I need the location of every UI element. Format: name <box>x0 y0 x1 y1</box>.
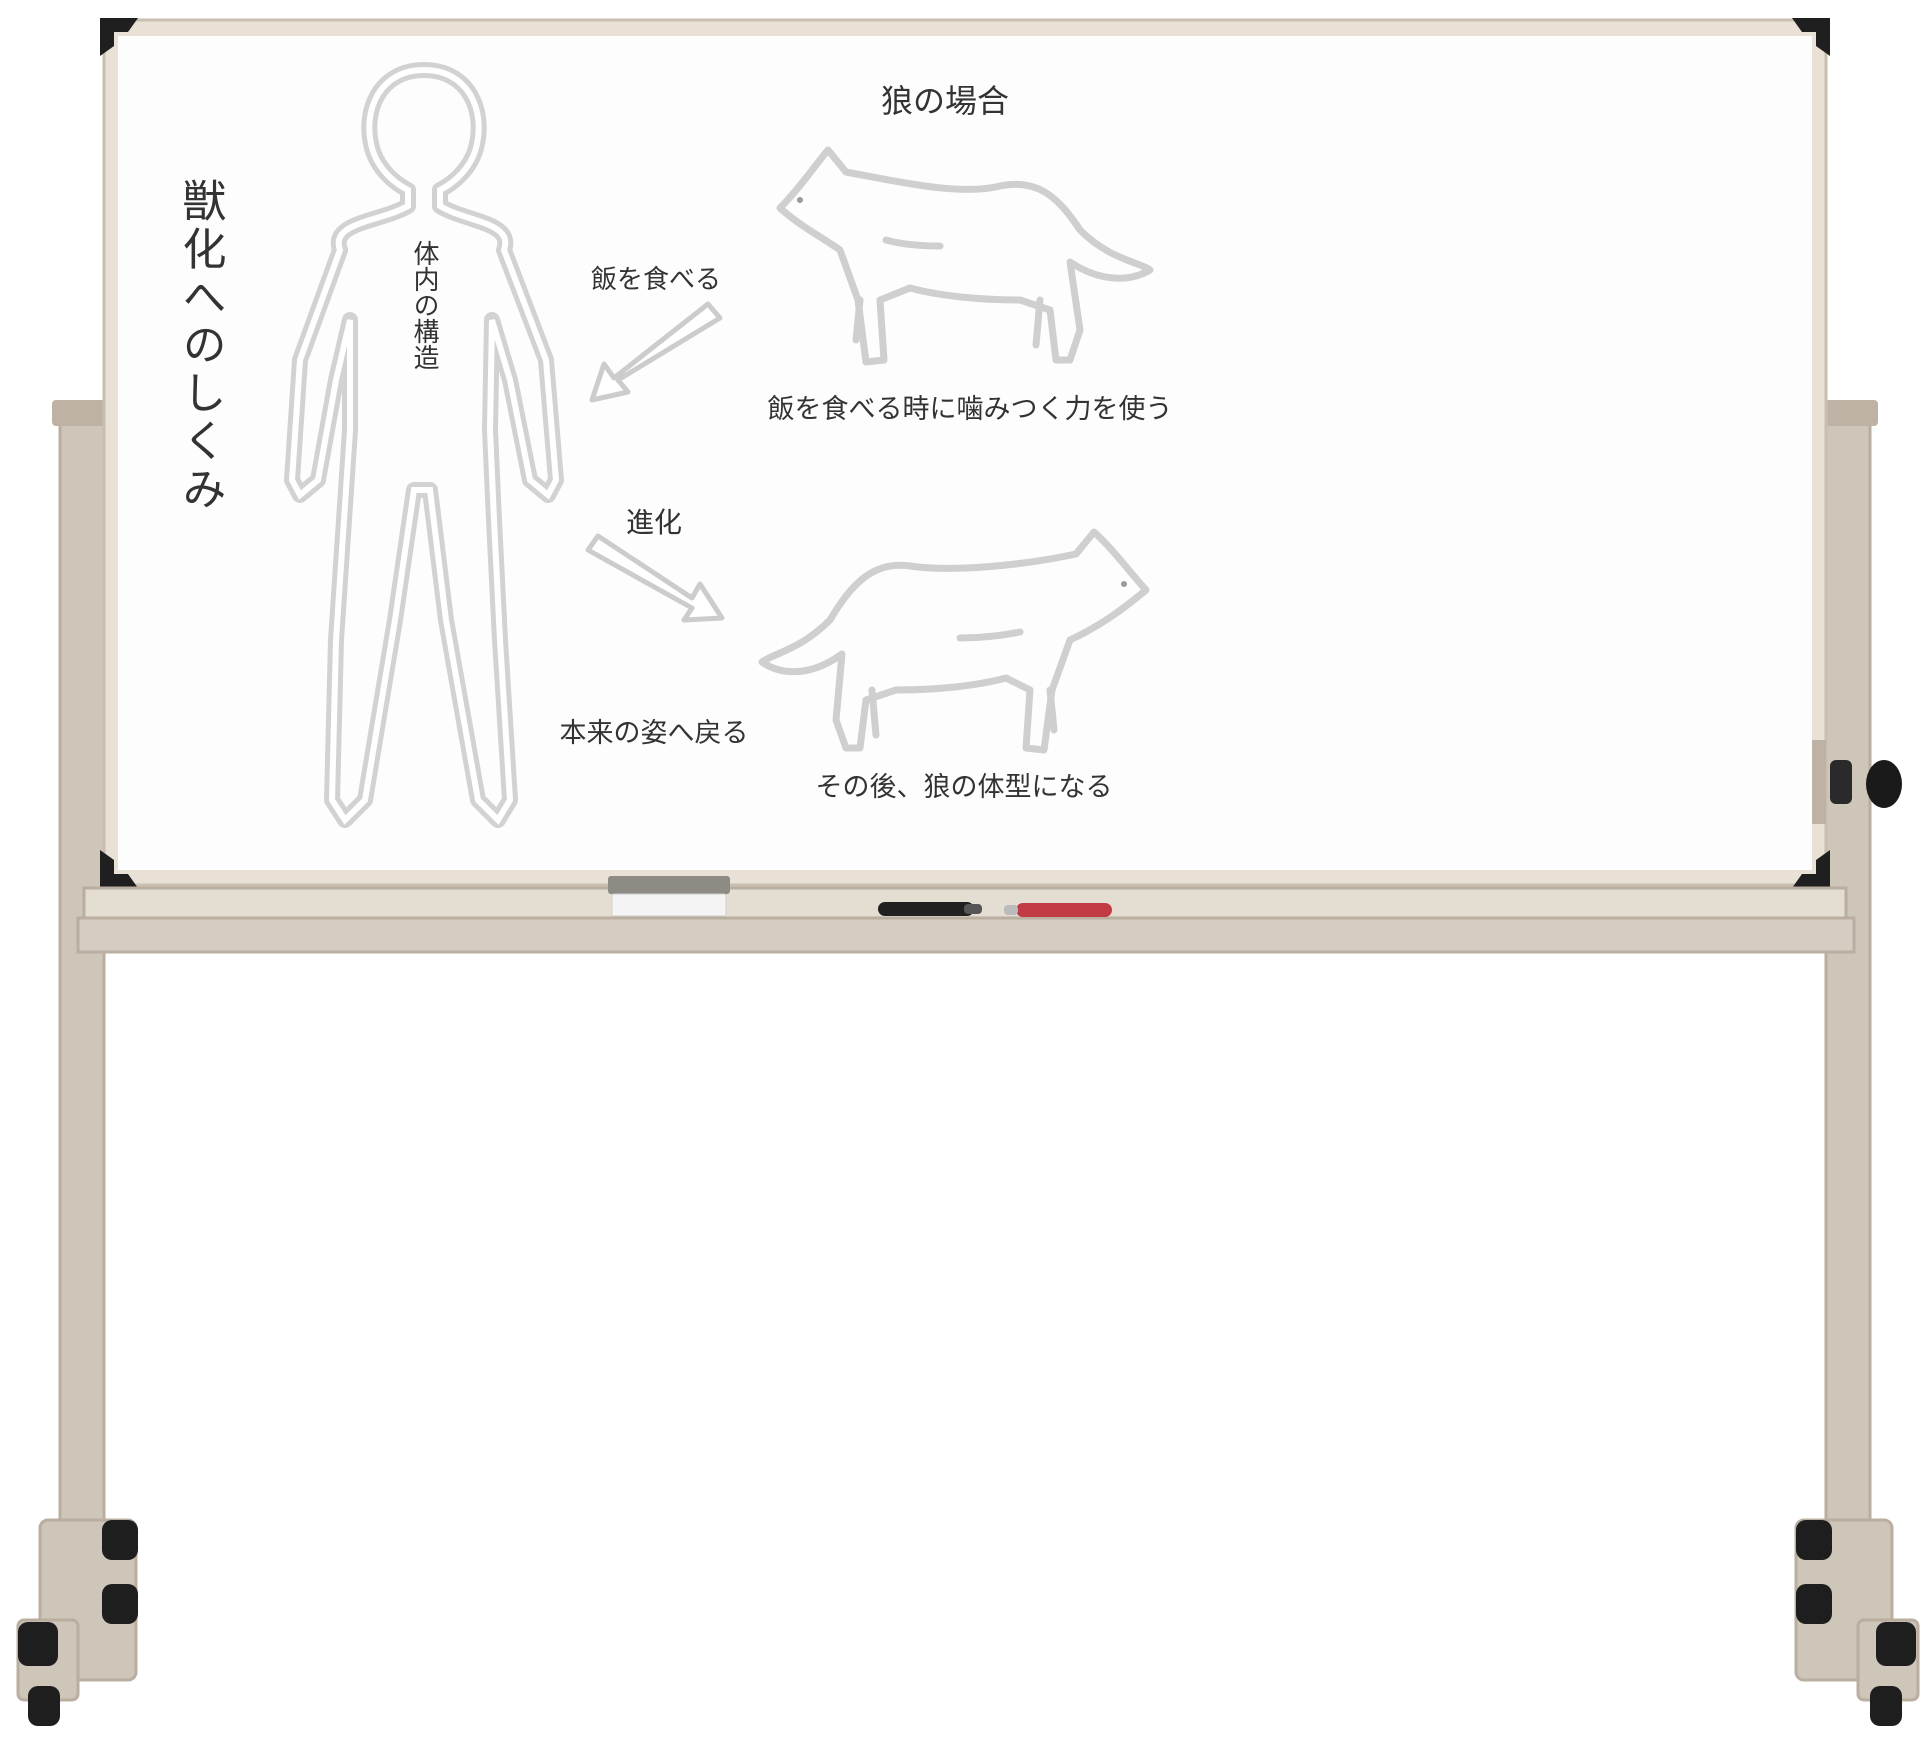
wheel <box>1796 1584 1832 1624</box>
lower-arrow-label: 進化 <box>626 506 682 539</box>
top-label: 狼の場合 <box>881 82 1009 120</box>
board-surface[interactable] <box>118 36 1812 870</box>
whiteboard <box>100 18 1902 888</box>
wheel <box>1796 1520 1832 1560</box>
lower-caption: その後、狼の体型になる <box>816 772 1113 803</box>
wheel <box>18 1622 58 1666</box>
board-title-vertical: 獣化へのしくみ <box>175 178 226 514</box>
wheel <box>102 1584 138 1624</box>
eraser[interactable] <box>608 876 730 917</box>
wheel <box>102 1520 138 1560</box>
body-label-vertical: 体内の構造 <box>409 240 439 370</box>
right-post <box>1824 408 1872 1602</box>
red-marker[interactable] <box>1004 903 1112 917</box>
black-marker[interactable] <box>878 902 982 916</box>
marker-tray <box>82 876 1848 920</box>
wolf-drawing-icon <box>776 146 1154 366</box>
arrow-down-left-icon <box>589 301 723 403</box>
caster-wheels <box>18 1520 1916 1726</box>
arrow-down-right-icon <box>585 533 725 623</box>
wheel <box>1876 1622 1916 1666</box>
upper-caption: 飯を食べる時に噛みつく力を使う <box>768 394 1173 425</box>
wheel <box>28 1686 60 1726</box>
knob-icon[interactable] <box>1830 760 1902 808</box>
crossbar <box>76 916 1856 954</box>
upper-arrow-label: 飯を食べる <box>591 265 721 295</box>
human-inner-line <box>288 66 560 825</box>
left-caption: 本来の姿へ戻る <box>560 718 749 749</box>
left-post <box>58 408 106 1602</box>
wolf-drawing-icon <box>758 528 1150 754</box>
stand <box>16 400 1920 1726</box>
corner-caps <box>100 18 1830 888</box>
wheel <box>1870 1686 1902 1726</box>
